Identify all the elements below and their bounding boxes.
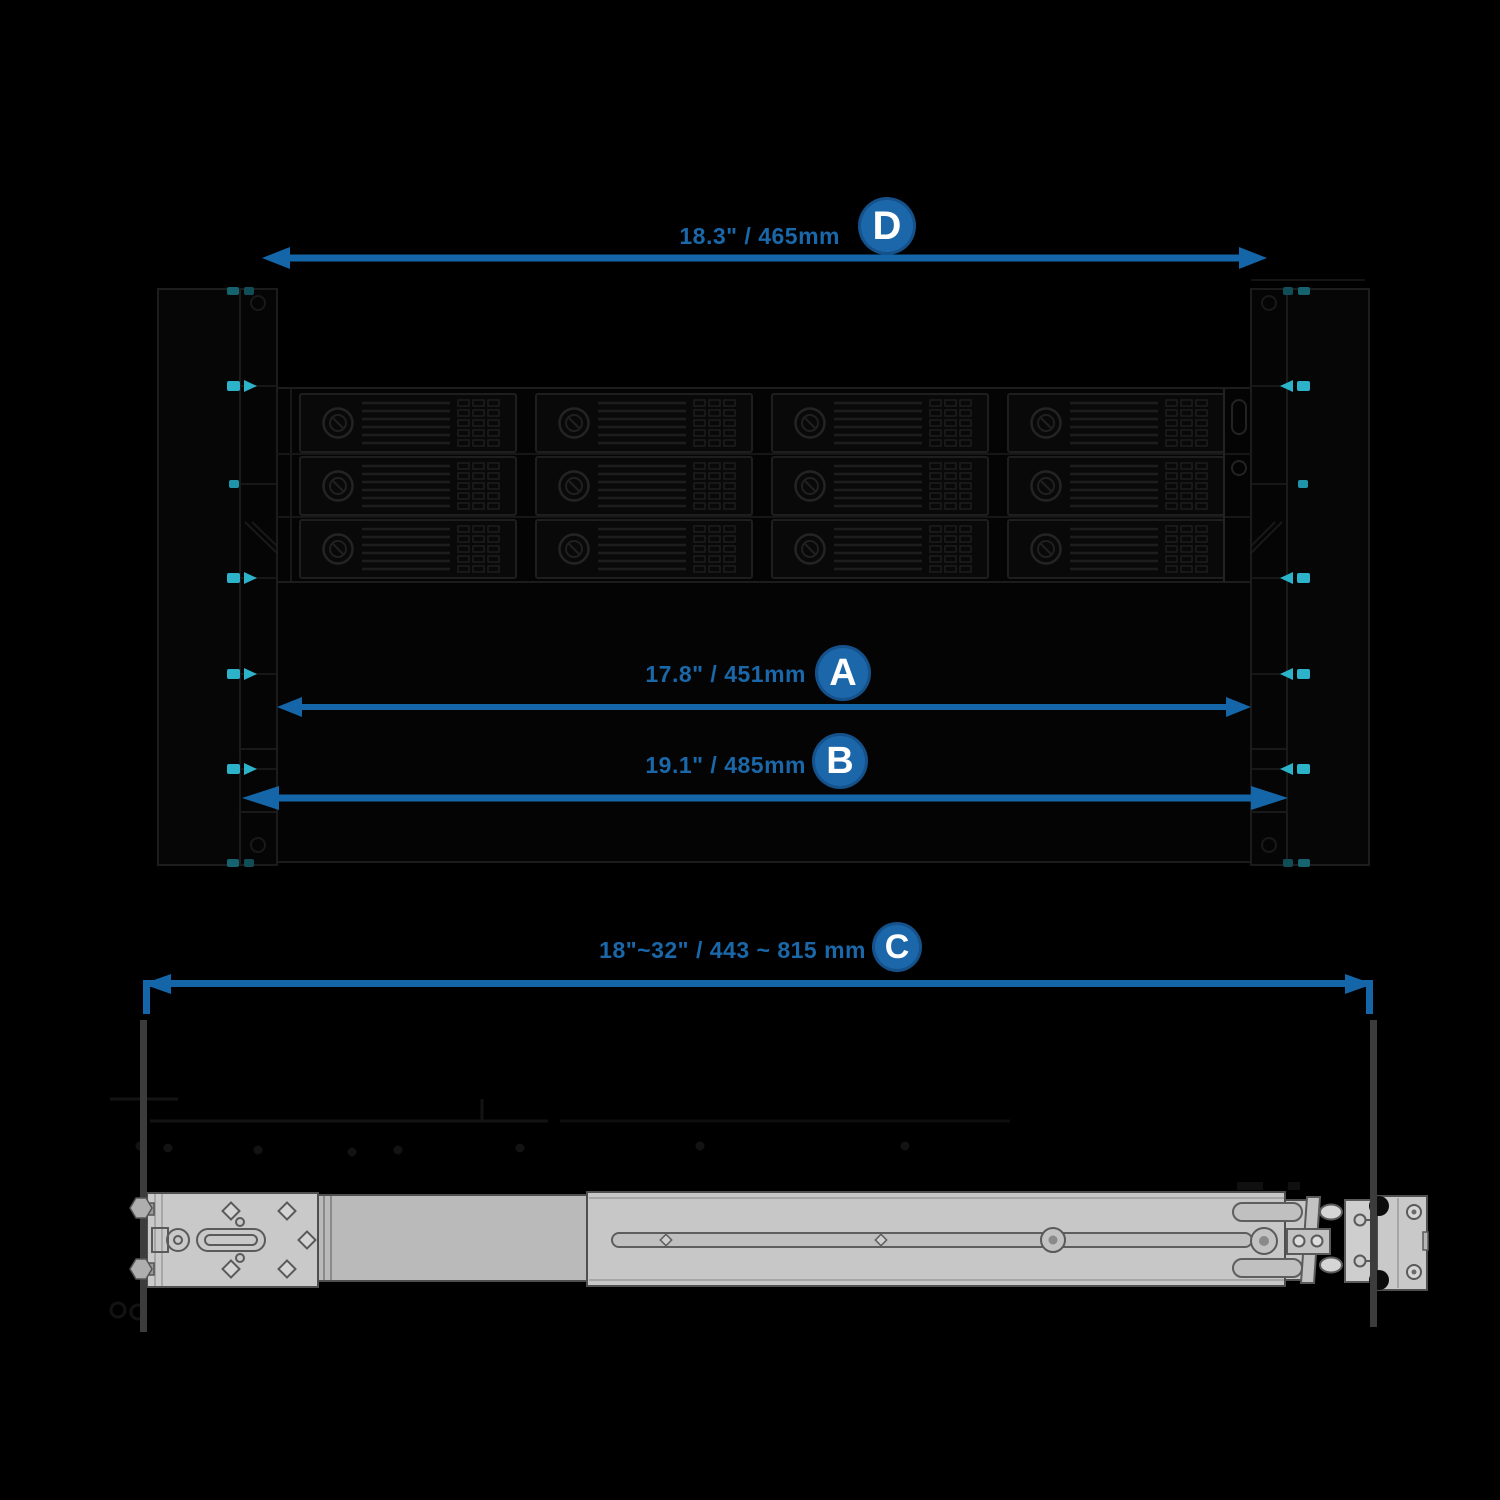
drive-tray <box>770 392 990 454</box>
drive-tray <box>534 518 754 580</box>
rail-hex-screws <box>129 1197 155 1280</box>
dimension-arrow-c <box>143 974 1373 1014</box>
dimension-arrow-d <box>262 247 1267 269</box>
dimension-badge-a: A <box>815 645 871 701</box>
chassis-end-cap <box>1223 388 1247 582</box>
drive-tray <box>1006 392 1226 454</box>
rail-side-view <box>109 1020 1429 1332</box>
drive-tray <box>534 455 754 517</box>
rail-slot <box>611 1232 1253 1248</box>
mounting-hole-markers-left <box>227 287 257 867</box>
drive-tray <box>534 392 754 454</box>
front-view <box>157 279 1370 867</box>
extension-line-left <box>140 1020 147 1332</box>
dimension-arrow-b <box>242 786 1288 810</box>
mounting-hole-markers-right <box>1280 287 1310 867</box>
dimension-badge-c: C <box>872 922 922 972</box>
ghost-inner-rail <box>109 1097 1300 1321</box>
dimension-label-b: 19.1" / 485mm <box>645 752 806 778</box>
rail-end-bracket <box>1369 1195 1429 1291</box>
drive-tray <box>770 518 990 580</box>
dimension-label-c: 18"~32" / 443 ~ 815 mm <box>599 937 866 963</box>
rail-mid-segment <box>317 1194 588 1282</box>
drive-tray <box>298 518 518 580</box>
rack-post-left <box>157 288 241 866</box>
extension-line-right <box>1370 1020 1377 1327</box>
drive-tray <box>1006 455 1226 517</box>
drive-tray <box>298 455 518 517</box>
dimension-badge-b: B <box>812 733 868 789</box>
dimension-label-d: 18.3" / 465mm <box>679 223 840 249</box>
dimension-badge-d: D <box>858 197 916 255</box>
drive-tray <box>298 392 518 454</box>
rail-left-bracket <box>146 1192 319 1288</box>
rail-assembly <box>146 1191 1429 1291</box>
dimension-arrows <box>143 247 1373 1014</box>
dimension-label-a: 17.8" / 451mm <box>645 661 806 687</box>
dimension-arrow-a <box>277 697 1251 717</box>
drive-tray <box>1006 518 1226 580</box>
drive-tray <box>770 455 990 517</box>
